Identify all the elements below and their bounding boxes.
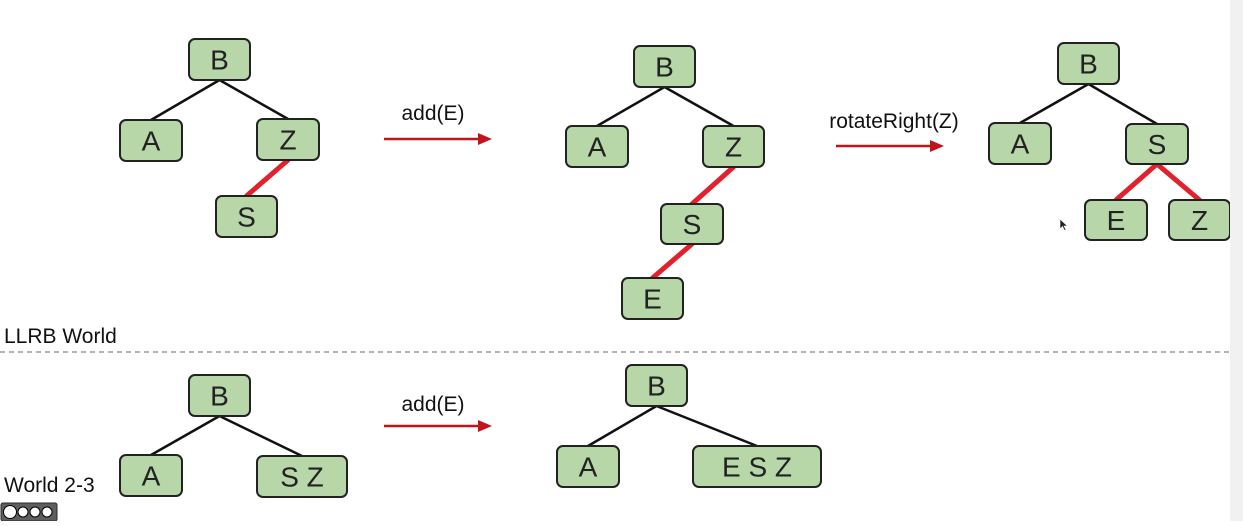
w23-tree-0-node-sz: S Z (256, 455, 348, 498)
llrb-tree-1-node-label-s: S (683, 209, 702, 240)
llrb-world-label: LLRB World (4, 325, 117, 348)
llrb-tree-0-link-b-a (150, 78, 221, 122)
w23-tree-0-link-b-sz (218, 414, 303, 458)
w23-tree-1-node-a: A (556, 445, 620, 488)
llrb-tree-1-node-s: S (660, 203, 724, 245)
world23-add-label: add(E) (401, 393, 464, 416)
creative-commons-by-nc-sa-icon (0, 502, 58, 522)
llrb-tree-2-node-label-a: A (1011, 129, 1030, 160)
llrb-tree-0-link-b-z (218, 78, 289, 121)
w23-tree-0-node-a: A (119, 454, 183, 497)
llrb-tree-1-node-label-a: A (588, 132, 607, 163)
llrb-rotate-label: rotateRight(Z) (829, 110, 959, 133)
llrb-tree-1-node-box-z (702, 125, 765, 168)
llrb-tree-0-node-box-a (119, 119, 183, 162)
w23-tree-0-link-b-a (150, 414, 221, 457)
llrb-tree-0-node-box-b (188, 38, 251, 81)
w23-tree-0-node-box-sz (256, 455, 348, 498)
llrb-tree-1-node-label-b: B (655, 52, 674, 83)
w23-tree-0-node-label-a: A (142, 461, 161, 492)
w23-tree-1-node-box-b (625, 364, 688, 407)
w23-tree-0-node-box-a (119, 454, 183, 497)
llrb-tree-1-link-b-a (596, 85, 666, 128)
llrb-add-label: add(E) (401, 102, 464, 125)
llrb-tree-1-node-z: Z (702, 125, 765, 168)
llrb-tree-2-node-e: E (1084, 199, 1148, 241)
llrb-add-operation: add(E) (384, 102, 492, 145)
llrb-tree-2-node-box-b (1057, 42, 1120, 85)
llrb-tree-2-node-label-z: Z (1191, 205, 1208, 236)
w23-tree-1-node-esz: E S Z (692, 445, 822, 488)
llrb-tree-1-node-box-b (633, 45, 696, 88)
llrb-tree-2-node-b: B (1057, 42, 1120, 85)
llrb-tree-1-node-e: E (621, 277, 684, 320)
llrb-tree-2-node-z: Z (1168, 199, 1231, 241)
llrb-tree-2-link-b-s (1087, 82, 1158, 126)
llrb-tree-2-node-s: S (1125, 123, 1189, 165)
llrb-tree-0-node-label-a: A (142, 126, 161, 157)
llrb-tree-0-link-z-s (244, 157, 291, 199)
llrb-tree-1-link-b-z (663, 85, 735, 128)
llrb-tree-1-node-a: A (565, 125, 629, 168)
w23-tree-1-node-box-esz (692, 445, 822, 488)
world23-add-arrow-head (478, 420, 492, 432)
llrb-tree-2-node-label-s: S (1148, 129, 1167, 160)
w23-tree-1-node-box-a (556, 445, 620, 488)
llrb-tree-2-link-s-e (1113, 161, 1160, 203)
w23-tree-1-node-label-b: B (647, 371, 666, 402)
llrb-tree-0-node-box-z (256, 118, 320, 161)
llrb-tree-1-node-b: B (633, 45, 696, 88)
world23-add-operation: add(E) (384, 393, 492, 432)
llrb-tree-2-link-b-a (1019, 82, 1090, 125)
llrb-tree-after-rotate: B A S E Z (988, 42, 1231, 241)
world23-tree-before: B A S Z (119, 374, 348, 498)
w23-tree-1-link-b-esz (656, 404, 758, 448)
w23-tree-1-link-b-a (587, 404, 658, 448)
world23-tree-after-add: B A E S Z (556, 364, 822, 488)
w23-tree-0-node-b: B (188, 374, 251, 417)
llrb-tree-1-link-s-e (650, 241, 695, 281)
llrb-tree-2-node-a: A (988, 122, 1052, 165)
llrb-tree-2-node-label-b: B (1079, 49, 1098, 80)
mouse-pointer-icon (1059, 218, 1069, 231)
llrb-tree-0-node-a: A (119, 119, 183, 162)
window-edge-strip (1230, 0, 1243, 521)
llrb-tree-2-node-box-s (1125, 123, 1189, 165)
w23-tree-1-node-label-esz: E S Z (722, 452, 792, 483)
llrb-add-arrow-head (478, 133, 492, 145)
llrb-tree-1-node-box-e (621, 277, 684, 320)
llrb-tree-0-node-b: B (188, 38, 251, 81)
llrb-tree-0-node-label-b: B (210, 45, 229, 76)
llrb-rotate-arrow-head (930, 140, 944, 152)
llrb-tree-1-link-z-s (689, 164, 736, 207)
llrb-tree-before: B A Z S (119, 38, 320, 238)
llrb-tree-0-node-label-s: S (237, 202, 256, 233)
llrb-tree-0-node-box-s (215, 195, 278, 238)
llrb-tree-after-add: B A Z S E (565, 45, 765, 320)
w23-tree-1-node-label-a: A (579, 452, 598, 483)
llrb-tree-1-node-label-e: E (643, 284, 662, 315)
llrb-tree-1-node-box-s (660, 203, 724, 245)
llrb-tree-0-node-label-z: Z (279, 125, 296, 156)
llrb-rotate-operation: rotateRight(Z) (829, 110, 959, 152)
llrb-tree-2-node-label-e: E (1107, 205, 1126, 236)
llrb-tree-2-link-s-z (1154, 161, 1202, 203)
llrb-tree-2-node-box-a (988, 122, 1052, 165)
llrb-tree-1-node-label-z: Z (725, 132, 742, 163)
llrb-tree-2-node-box-e (1084, 199, 1148, 241)
w23-tree-0-node-box-b (188, 374, 251, 417)
w23-tree-1-node-b: B (625, 364, 688, 407)
llrb-tree-0-node-z: Z (256, 118, 320, 161)
world23-label: World 2-3 (4, 474, 95, 497)
llrb-tree-1-node-box-a (565, 125, 629, 168)
w23-tree-0-node-label-b: B (210, 381, 229, 412)
llrb-tree-0-node-s: S (215, 195, 278, 238)
w23-tree-0-node-label-sz: S Z (280, 462, 324, 493)
